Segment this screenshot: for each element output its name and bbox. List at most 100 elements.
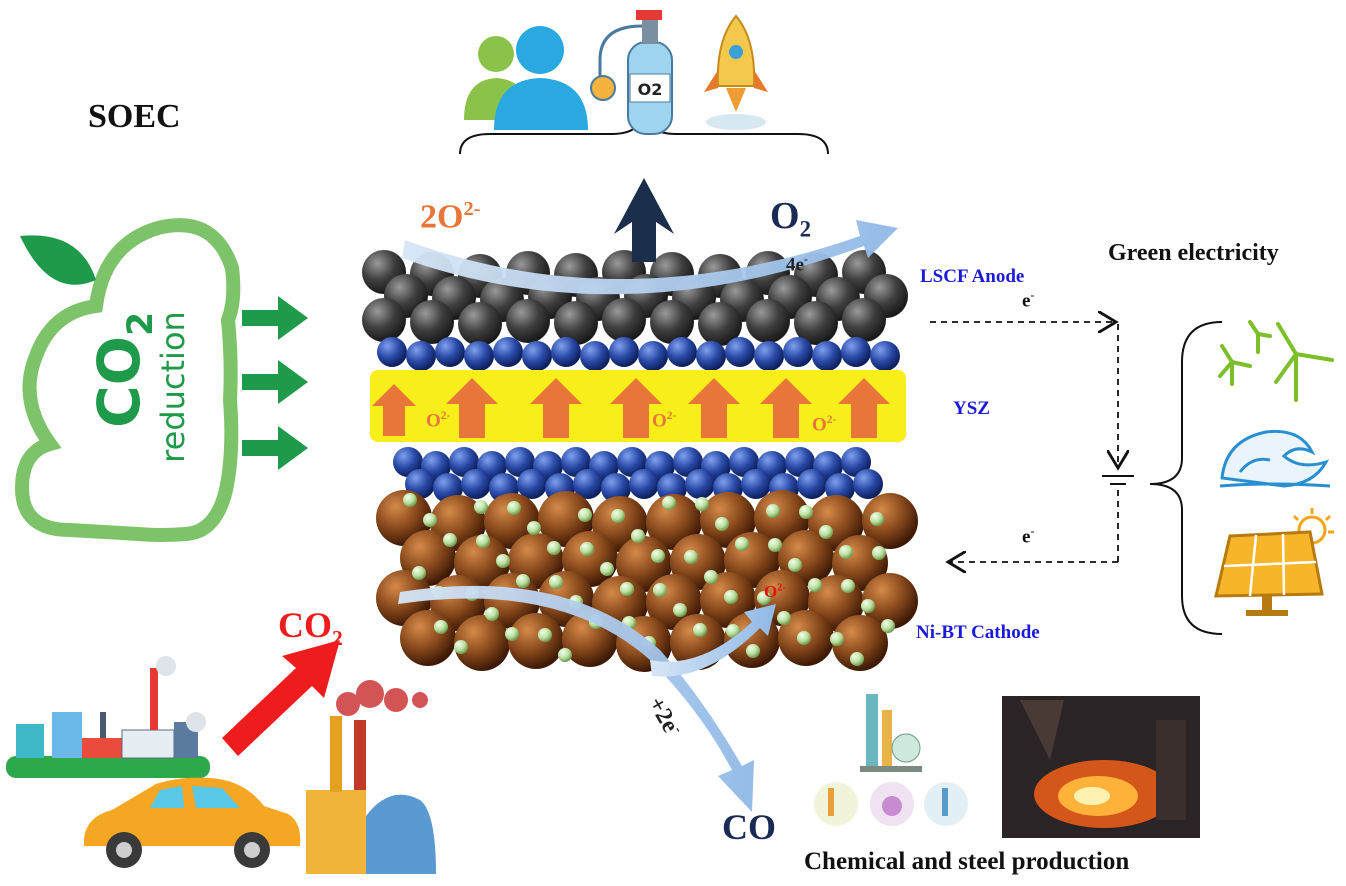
ysz-particle (696, 341, 726, 371)
ni-particle (673, 603, 687, 617)
ysz-particle (435, 337, 465, 367)
leaf-icon (20, 235, 96, 285)
ysz-particle (629, 469, 659, 499)
ni-particle (735, 537, 749, 551)
ysz-particle (853, 469, 883, 499)
oxide-ion-arrows (372, 378, 890, 438)
ni-particle (768, 538, 782, 552)
cloud-co2-formula: CO2 (85, 311, 161, 428)
oxygen-output-arrow (614, 178, 674, 262)
ysz-particle (797, 469, 827, 499)
ysz-particle (561, 447, 591, 477)
anode-electron-label: 4e- (786, 254, 808, 276)
steel-furnace-icon (1002, 696, 1200, 838)
ni-particle (538, 628, 552, 642)
ni-particle (423, 513, 437, 527)
oxide-ion-small-label: O2- (652, 410, 677, 432)
car-icon (83, 777, 301, 868)
ysz-particle (785, 447, 815, 477)
ni-particle (788, 558, 802, 572)
external-circuit (930, 322, 1118, 562)
ni-particle (808, 578, 822, 592)
ni-particle (850, 652, 864, 666)
ni-particle (872, 546, 886, 560)
ni-particle (485, 607, 499, 621)
lscf-particle (362, 298, 406, 342)
circuit-electron-label-top: e- (1022, 290, 1035, 312)
ni-particle (631, 529, 645, 543)
ysz-particle (754, 341, 784, 371)
ni-particle (757, 591, 771, 605)
ni-particle (799, 505, 813, 519)
ni-particle (651, 549, 665, 563)
ni-particle (662, 496, 676, 510)
circuit-electron-label-bottom: e- (1022, 526, 1035, 548)
ni-particle (620, 582, 634, 596)
ysz-particle (638, 341, 668, 371)
ni-particle (693, 623, 707, 637)
ni-particle (695, 497, 709, 511)
cloud-reduction-word: reduction (154, 311, 192, 463)
wave-icon (1219, 429, 1331, 488)
ysz-particle (812, 341, 842, 371)
co2-label: CO2 (278, 605, 343, 651)
ysz-particle (783, 337, 813, 367)
ni-particle (558, 648, 572, 662)
oxygen-flow-arrow (402, 220, 898, 295)
ni-bt-particle (862, 493, 918, 549)
tank-label: O2 (638, 80, 663, 99)
ni-particle (527, 521, 541, 535)
ni-particle (611, 509, 625, 523)
oxide-ion-red-label: O2- (764, 582, 786, 601)
cloud-arrows (242, 296, 308, 470)
ysz-particle (601, 473, 631, 503)
ysz-particle (464, 341, 494, 371)
ysz-particle-layer-bottom (393, 447, 883, 503)
factory-icon (6, 656, 210, 778)
ni-bt-particle (454, 615, 510, 671)
ni-particle (507, 501, 521, 515)
wind-turbine-icon (1218, 320, 1334, 402)
lscf-particle (842, 298, 886, 342)
lscf-particle (554, 301, 598, 345)
oxygen-tank-icon: O2 (590, 10, 673, 135)
ysz-particle (667, 337, 697, 367)
co2-reduction-cloud (14, 218, 241, 542)
ysz-particle (551, 337, 581, 367)
energy-brace (1149, 321, 1223, 635)
power-plant-icon (306, 680, 436, 874)
lscf-particle (458, 302, 502, 346)
ysz-particle (609, 337, 639, 367)
electrolyte-label: YSZ (953, 398, 990, 419)
green-electricity-label: Green electricity (1108, 240, 1279, 266)
ysz-particle (377, 337, 407, 367)
oxide-release-arrow (650, 604, 776, 677)
ni-particle (578, 508, 592, 522)
oxide-ion-label: 2O2- (420, 198, 481, 236)
page-title: SOEC (88, 98, 181, 135)
ysz-particle (725, 337, 755, 367)
ysz-particle (393, 447, 423, 477)
ni-particle (600, 562, 614, 576)
ni-particle (819, 525, 833, 539)
ni-particle (505, 627, 519, 641)
ysz-particle (493, 337, 523, 367)
ni-particle (839, 545, 853, 559)
ni-particle (715, 517, 729, 531)
ni-particle (403, 493, 417, 507)
ni-particle (726, 624, 740, 638)
ysz-particle (449, 447, 479, 477)
chemical-steel-label: Chemical and steel production (804, 848, 1130, 875)
ni-particle (830, 632, 844, 646)
ni-particle (412, 566, 426, 580)
ni-particle (580, 542, 594, 556)
ni-particle (870, 512, 884, 526)
ysz-particle (729, 447, 759, 477)
ysz-particle (673, 447, 703, 477)
lscf-particle (602, 298, 646, 342)
ni-particle (881, 619, 895, 633)
ni-particle (547, 541, 561, 555)
lscf-particle (410, 300, 454, 344)
anode-label: LSCF Anode (920, 266, 1025, 287)
ni-particle (684, 550, 698, 564)
